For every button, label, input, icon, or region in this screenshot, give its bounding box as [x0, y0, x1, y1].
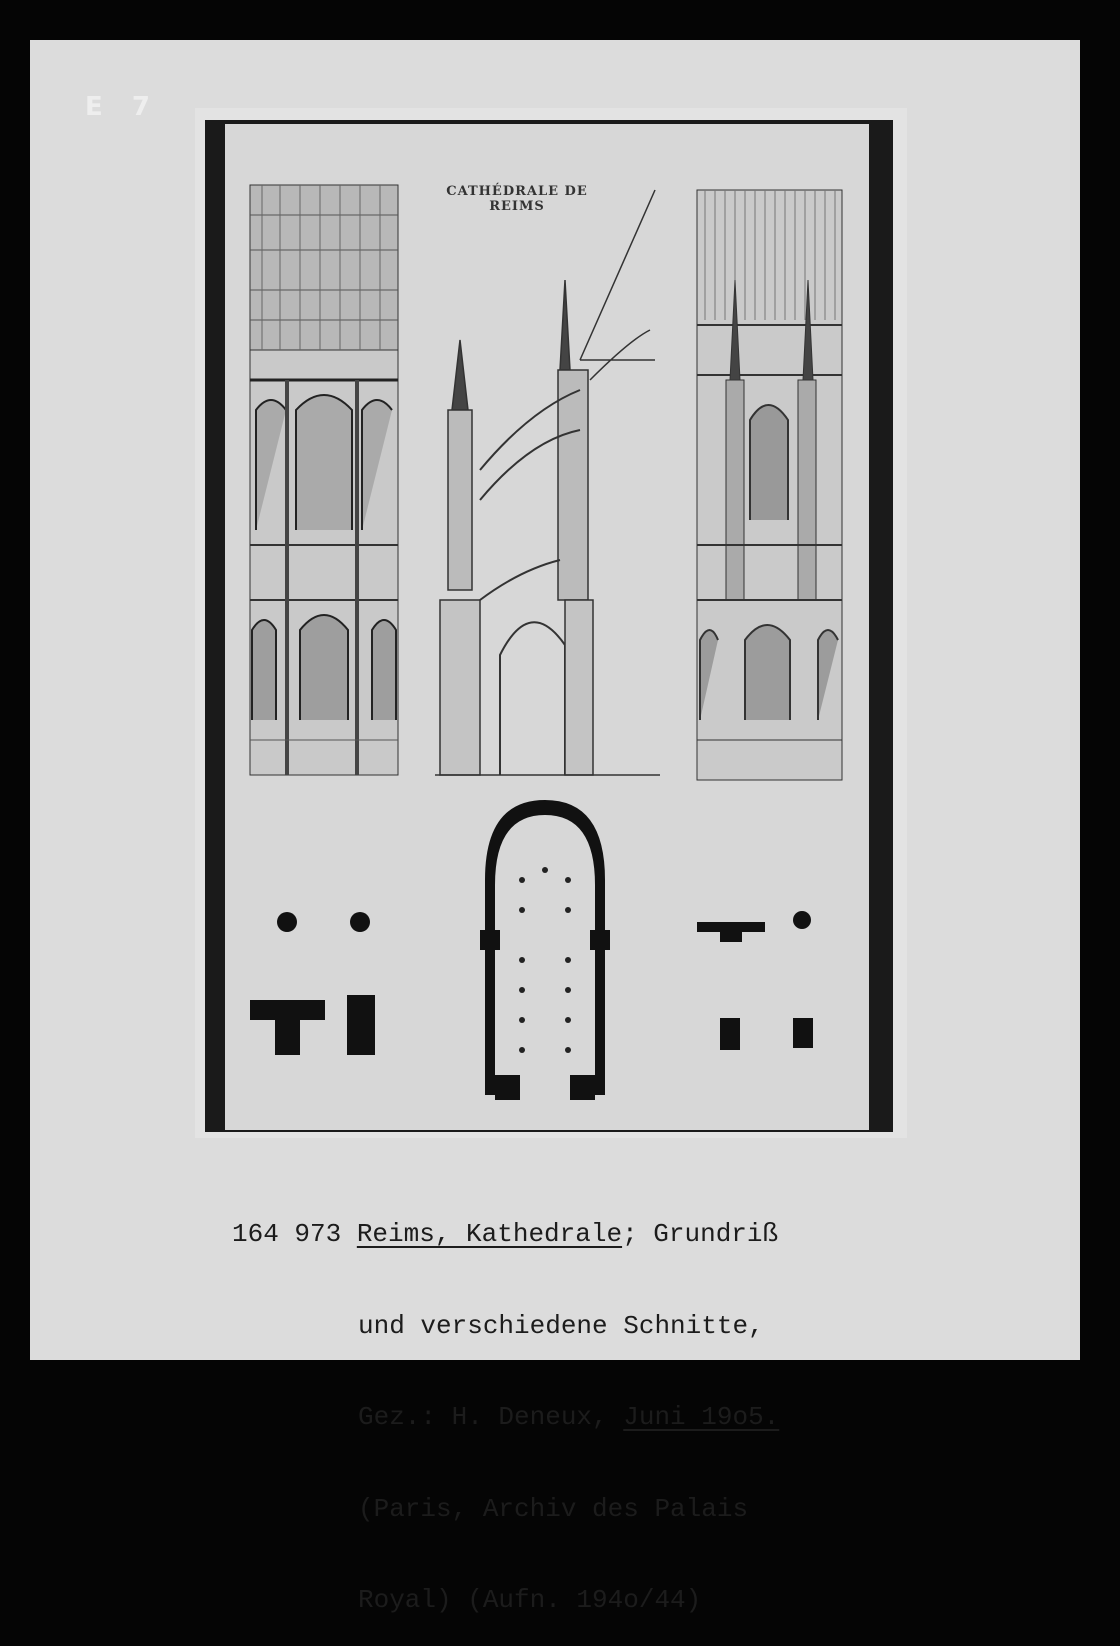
caption-draughtsman: Gez.: H. Deneux,	[358, 1402, 624, 1432]
catalog-caption: 164 973 Reims, Kathedrale; Grundriß und …	[232, 1158, 779, 1646]
caption-line-4: (Paris, Archiv des Palais	[358, 1493, 749, 1524]
caption-date: Juni 19o5.	[623, 1402, 780, 1432]
caption-line-2: und verschiedene Schnitte,	[358, 1310, 764, 1341]
right-elevation	[696, 189, 843, 781]
architectural-drawing	[249, 184, 843, 1100]
left-elevation	[249, 184, 399, 776]
caption-line-5: Royal) (Aufn. 194o/44)	[358, 1585, 702, 1615]
corner-mark: E 7	[85, 92, 160, 122]
drawing-title: CATHÉDRALE DE REIMS	[446, 184, 588, 214]
catalog-number: 164 973	[232, 1219, 342, 1249]
caption-line-3: Gez.: H. Deneux, Juni 19o5.	[232, 1402, 779, 1433]
pier-sections	[250, 911, 813, 1055]
center-section	[435, 189, 660, 776]
caption-line-1-rest: ; Grundriß	[622, 1219, 779, 1249]
caption-line-1: 164 973 Reims, Kathedrale; Grundriß	[232, 1219, 779, 1250]
caption-subject: Reims, Kathedrale	[356, 1219, 623, 1249]
cathedral-plan	[480, 800, 610, 1100]
